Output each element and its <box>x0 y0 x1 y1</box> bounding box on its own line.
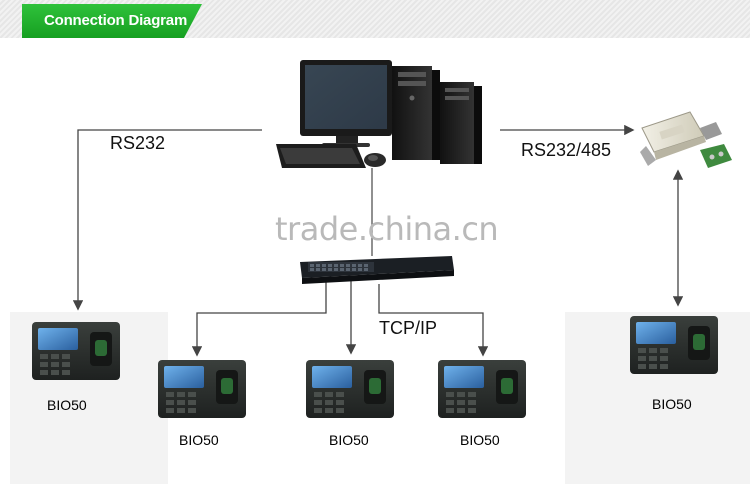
rs232-connection-line <box>72 129 262 311</box>
rs232-485-label: RS232/485 <box>521 140 612 160</box>
bio50-device-2 <box>306 360 394 418</box>
rs232-label: RS232 <box>110 133 166 153</box>
network-switch-icon <box>300 256 454 284</box>
tcpip-connection-lines <box>191 280 489 357</box>
page-title: Connection Diagram <box>44 12 188 29</box>
watermark: trade.china.cn <box>275 210 499 248</box>
device-label-right: BIO50 <box>652 396 692 412</box>
computer-icon <box>276 60 482 168</box>
title-banner <box>22 4 202 38</box>
device-label-3: BIO50 <box>460 432 500 448</box>
bio50-device-1 <box>158 360 246 418</box>
device-label-left: BIO50 <box>47 397 87 413</box>
tcpip-label: TCP/IP <box>379 318 438 338</box>
device-label-1: BIO50 <box>179 432 219 448</box>
rs232-485-converter-icon <box>640 111 732 168</box>
bio50-device-left <box>32 322 120 380</box>
device-label-2: BIO50 <box>329 432 369 448</box>
bio50-device-right <box>630 316 718 374</box>
bio50-device-3 <box>438 360 526 418</box>
